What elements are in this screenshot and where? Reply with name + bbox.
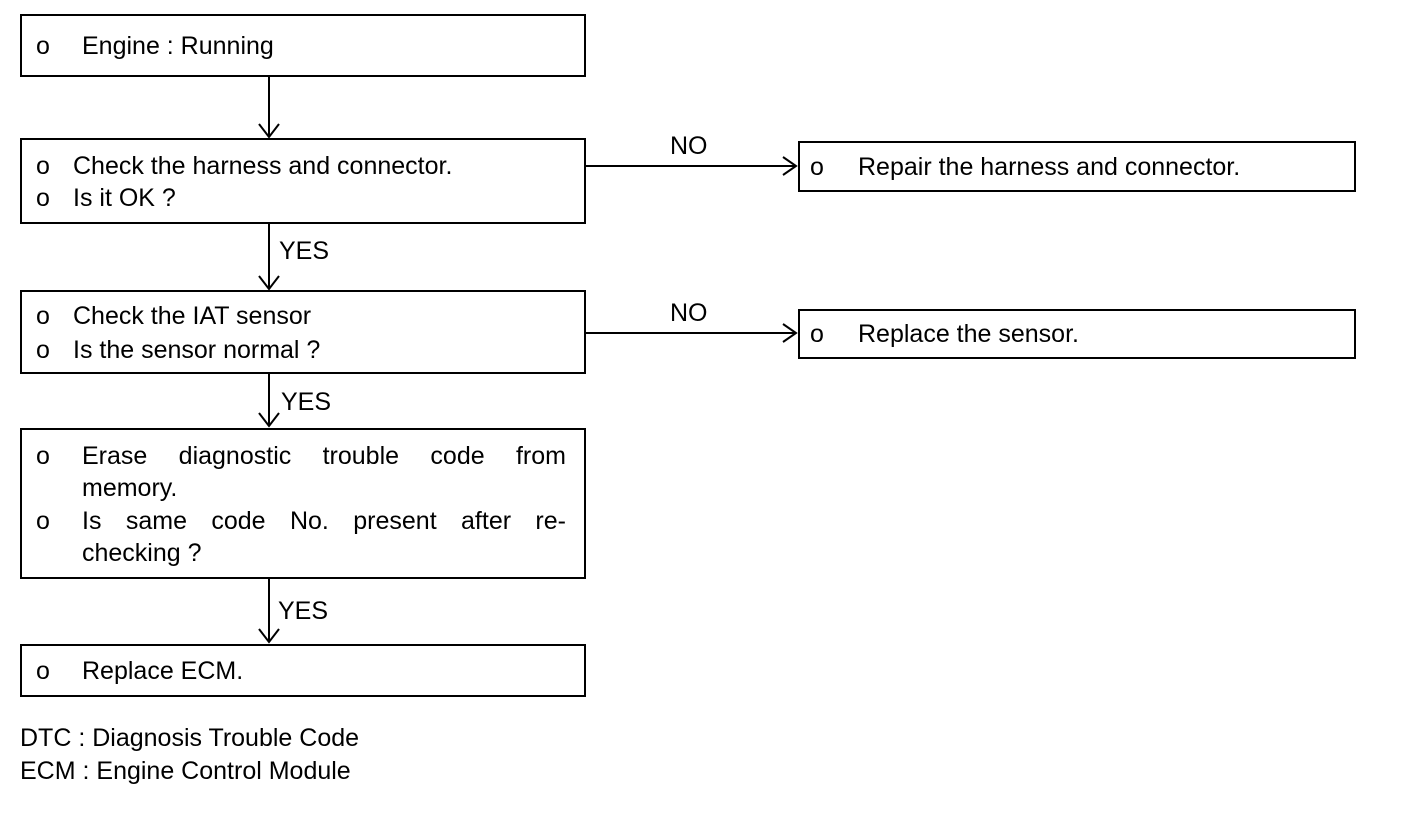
step-check-iat-line-2: o Is the sensor normal ? [36, 334, 566, 366]
yes-label-step2: YES [279, 237, 330, 265]
arrowhead-step5 [258, 628, 280, 644]
arrowhead-step2-no [782, 156, 798, 176]
result-replace-sensor-line: o Replace the sensor. [810, 318, 1340, 350]
step-check-iat-question: Is the sensor normal ? [73, 336, 321, 364]
step-check-harness-box: o Check the harness and connector. o Is … [20, 138, 586, 224]
step-check-iat-line-1: o Check the IAT sensor [36, 300, 566, 332]
step-check-iat-text: Check the IAT sensor [73, 302, 312, 330]
step-erase-dtc-line-3: o Is same code No. present after re- [36, 505, 566, 537]
step-engine-running-line: o Engine : Running [36, 30, 566, 62]
step-replace-ecm-text: Replace ECM. [82, 657, 244, 685]
step-erase-dtc-question: Is same code No. present after re- [82, 507, 566, 535]
bullet: o [36, 442, 50, 470]
step-check-harness-line-1: o Check the harness and connector. [36, 150, 566, 182]
result-repair-harness-text: Repair the harness and connector. [858, 153, 1241, 181]
step-check-harness-question: Is it OK ? [73, 184, 176, 212]
step-erase-dtc-line-1: o Erase diagnostic trouble code from [36, 440, 566, 472]
step-replace-ecm-line: o Replace ECM. [36, 655, 566, 687]
arrowhead-step2 [258, 123, 280, 139]
arrowhead-step3 [258, 275, 280, 291]
bullet: o [36, 32, 50, 60]
step-check-harness-line-2: o Is it OK ? [36, 182, 566, 214]
bullet: o [36, 507, 50, 535]
step-erase-dtc-line-4: checking ? [36, 537, 566, 569]
arrowhead-step4 [258, 412, 280, 428]
step-check-harness-text: Check the harness and connector. [73, 152, 453, 180]
no-label-step3: NO [670, 299, 708, 327]
result-replace-sensor-box: o Replace the sensor. [798, 309, 1356, 359]
step-engine-running-box: o Engine : Running [20, 14, 586, 77]
result-repair-harness-line: o Repair the harness and connector. [810, 151, 1340, 183]
yes-label-step4: YES [278, 597, 329, 625]
step-check-iat-box: o Check the IAT sensor o Is the sensor n… [20, 290, 586, 374]
arrowhead-step3-no [782, 323, 798, 343]
bullet: o [36, 657, 50, 685]
step-erase-dtc-text: Erase diagnostic trouble code from [82, 442, 566, 470]
bullet: o [810, 320, 824, 348]
bullet: o [36, 184, 50, 212]
result-repair-harness-box: o Repair the harness and connector. [798, 141, 1356, 192]
bullet: o [36, 336, 50, 364]
legend-ecm: ECM : Engine Control Module [20, 757, 351, 785]
step-erase-dtc-text-cont: memory. [82, 474, 178, 502]
bullet: o [810, 153, 824, 181]
legend-dtc: DTC : Diagnosis Trouble Code [20, 724, 360, 752]
bullet: o [36, 152, 50, 180]
yes-label-step3: YES [281, 388, 332, 416]
step-erase-dtc-line-2: memory. [36, 472, 566, 504]
result-replace-sensor-text: Replace the sensor. [858, 320, 1079, 348]
step-replace-ecm-box: o Replace ECM. [20, 644, 586, 697]
no-label-step2: NO [670, 132, 708, 160]
step-erase-dtc-box: o Erase diagnostic trouble code from mem… [20, 428, 586, 579]
step-engine-running-text: Engine : Running [82, 32, 274, 60]
bullet: o [36, 302, 50, 330]
step-erase-dtc-question-cont: checking ? [82, 539, 202, 567]
